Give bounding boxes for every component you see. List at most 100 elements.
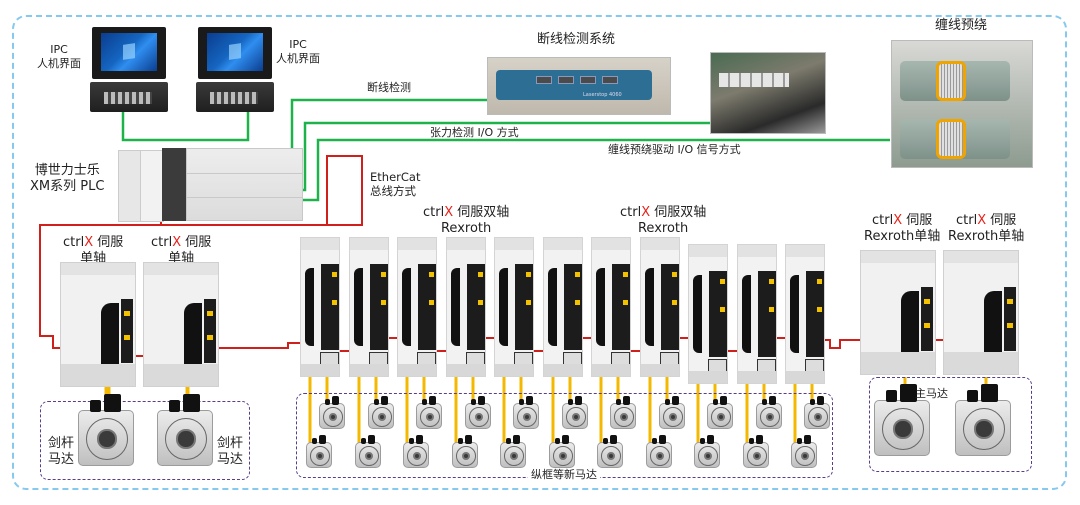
heald-frame-label: 纵框等新马达 [528,468,600,482]
prewind-device-photo [891,40,1033,168]
rapier-left-line2: 马达 [48,452,75,467]
motor-connector [574,396,583,405]
single-axis-drive [943,250,1019,375]
servo-motor [355,435,381,468]
motor-connector [816,396,825,405]
motor-connector [415,435,424,444]
brand-x: X [641,205,651,220]
motor-connector [755,435,764,444]
ipc-2-label: IPC 人机界面 [276,38,320,66]
motor-connector [380,396,389,405]
servo-motor [955,384,1011,456]
brand-prefix: ctrl [63,235,85,250]
dual-axis-drive [737,244,777,384]
dual-group-2-line2: Rexroth [637,221,689,236]
dual-axis-drive [688,244,728,384]
ipc-2-box [196,82,274,112]
servo-motor [416,396,442,429]
laserstop-device-photo: Laserstop 4060 [487,57,671,115]
ipc-1-label: IPC 人机界面 [37,43,81,71]
single-right-2-line2: Rexroth单轴 [948,229,1025,244]
brand-x: X [172,235,182,250]
servo-motor [562,396,588,429]
servo-motor [452,435,478,468]
servo-motor [465,396,491,429]
motor-connector [318,435,327,444]
ipc-1-screen [92,27,166,79]
motor-connector [706,435,715,444]
dual-group-1-label: ctrlX 伺服双轴 Rexroth [423,205,509,237]
drive-type: 伺服双轴 [453,205,510,220]
motor-connector [803,435,812,444]
single-axis-drive [143,262,219,387]
motor-connector [658,435,667,444]
servo-motor [694,435,720,468]
ethercat-label-line1: EtherCat [370,170,421,184]
ipc1-to-plc-wire [121,112,250,142]
brand-prefix: ctrl [872,213,894,228]
break-system-title: 断线检测系统 [537,32,616,47]
plc-label-line2: XM系列 PLC [30,179,105,194]
drive-type: 伺服 [986,213,1017,228]
motor-connector [561,435,570,444]
prewind-drive-label: 缠线预绕驱动 I/O 信号方式 [608,143,741,156]
plc-label: 博世力士乐 XM系列 PLC [30,163,104,195]
rapier-left-line1: 剑杆 [48,436,75,451]
servo-motor [500,435,526,468]
dual-group-2-label: ctrlX 伺服双轴 Rexroth [620,205,706,237]
motor-connector [671,396,680,405]
dual-group-1-line2: Rexroth [440,221,492,236]
servo-motor [368,396,394,429]
servo-motor [597,435,623,468]
ipc-2-label-line1: IPC [289,38,307,51]
main-motor-label: 主马达 [915,387,948,400]
servo-motor [306,435,332,468]
motor-connector [609,435,618,444]
ethercat-label: EtherCat 总线方式 [370,170,420,198]
motor-connector [464,435,473,444]
servo-motor [659,396,685,429]
servo-motor [157,394,213,466]
prewind-title: 缠线预绕 [935,18,988,33]
dual-axis-drive [640,237,680,377]
ipc-1 [90,27,168,112]
rapier-motor-group [40,401,250,480]
brand-prefix: ctrl [956,213,978,228]
brand-x: X [977,213,987,228]
servo-motor [756,396,782,429]
ipc-2-label-line2: 人机界面 [276,52,320,65]
single-right-1-line2: Rexroth单轴 [864,229,941,244]
dual-axis-drive [494,237,534,377]
tension-detect-photo [710,52,826,134]
servo-motor [513,396,539,429]
ipc-1-label-line1: IPC [50,43,68,56]
motor-connector [104,394,121,413]
servo-motor [549,435,575,468]
dual-axis-drive [349,237,389,377]
rapier-right-label: 剑杆 马达 [217,436,243,468]
dual-axis-drive [446,237,486,377]
servo-motor [791,435,817,468]
motor-connector [367,435,376,444]
tension-label: 张力检测 I/O 方式 [430,126,519,139]
motor-connector [512,435,521,444]
ipc-1-box [90,82,168,112]
single-axis-drive [60,262,136,387]
servo-motor [707,396,733,429]
dual-axis-drive [591,237,631,377]
motor-connector [525,396,534,405]
ipc-2-screen [198,27,272,79]
drive-type: 伺服 [181,235,212,250]
single-right-2-label: ctrlX 伺服 Rexroth单轴 [948,213,1024,245]
motor-connector [768,396,777,405]
servo-motor [78,394,134,466]
servo-motor [804,396,830,429]
ipc-2 [196,27,274,112]
servo-motor [874,384,930,456]
drive-type: 伺服双轴 [650,205,707,220]
motor-connector [428,396,437,405]
ethercat-label-line2: 总线方式 [370,184,416,198]
break-detect-label: 断线检测 [367,81,411,94]
servo-motor [319,396,345,429]
motor-connector [183,394,200,413]
